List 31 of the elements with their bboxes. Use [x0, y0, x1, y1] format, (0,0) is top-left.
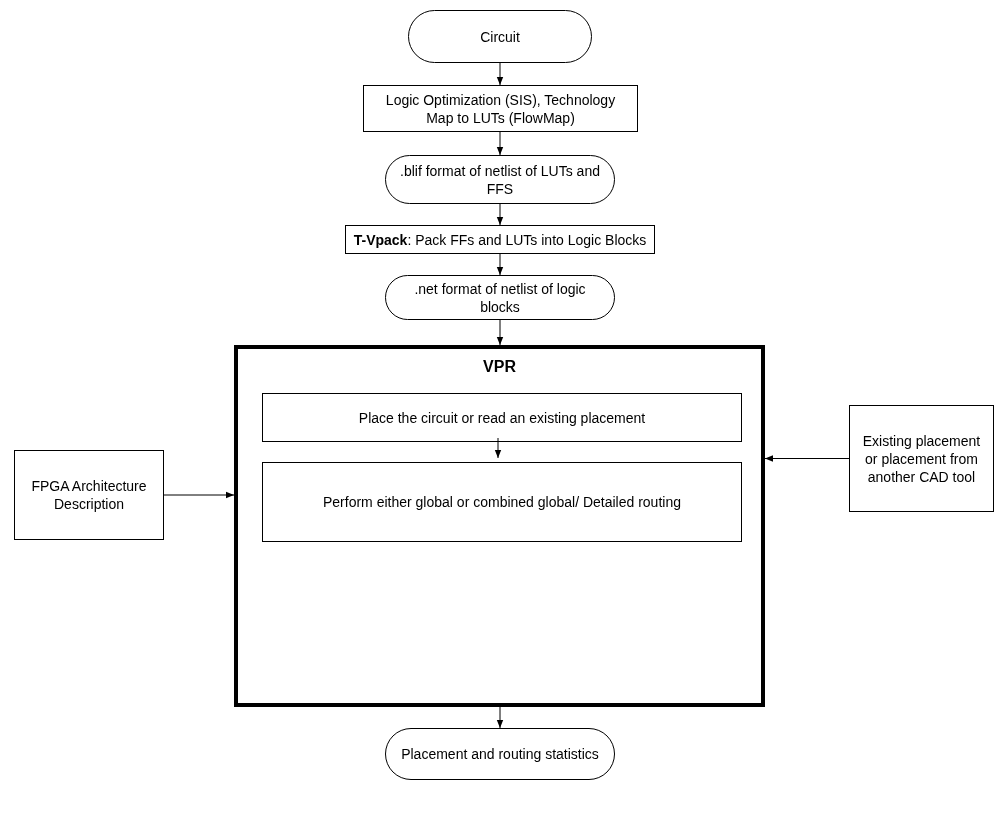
node-label: Existing placement or placement from another CAD tool: [861, 431, 982, 486]
process-box: [262, 462, 742, 542]
arrow: [496, 319, 504, 346]
terminal-box: [385, 275, 615, 320]
process-box: [849, 405, 994, 512]
process-box: [345, 225, 655, 254]
terminal-box: [408, 10, 592, 63]
arrow: [494, 437, 502, 459]
arrow: [496, 253, 504, 276]
group-title: VPR: [482, 357, 517, 377]
node-label: Logic Optimization (SIS), Technology Map to LUTs (FlowMap): [384, 90, 617, 127]
arrow: [496, 203, 504, 226]
node-label: FPGA Architecture Description: [30, 477, 148, 513]
node-label: Perform either global or combined global/ Detailed routing: [323, 493, 681, 511]
group-box: [234, 345, 765, 707]
terminal-box: [385, 728, 615, 780]
arrow: [496, 131, 504, 156]
process-box: [14, 450, 164, 540]
process-box: [363, 85, 638, 132]
node-label: Placement and routing statistics: [401, 745, 599, 763]
node-label: .net format of netlist of logic blocks: [413, 279, 587, 316]
node-label: Place the circuit or read an existing placement: [358, 408, 646, 427]
arrow: [496, 62, 504, 86]
arrow: [496, 706, 504, 729]
arrow: [163, 491, 235, 499]
node-label: .blif format of netlist of LUTs and FFS: [399, 161, 601, 198]
arrow: [764, 455, 850, 462]
process-box: [262, 393, 742, 442]
node-label: Circuit: [480, 27, 520, 46]
terminal-box: [385, 155, 615, 204]
node-label: T-Vpack: Pack FFs and LUTs into Logic Blocks: [353, 230, 647, 249]
